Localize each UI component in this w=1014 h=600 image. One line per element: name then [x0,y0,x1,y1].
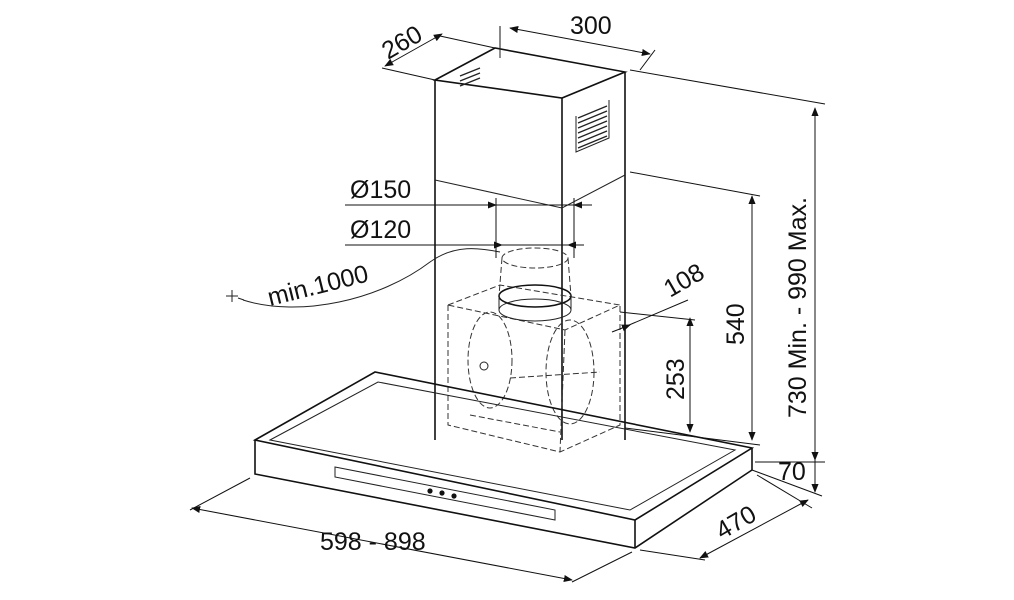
dim-chimney-width [499,25,656,71]
dim-chimney-depth [381,33,496,81]
motor-housing [446,247,622,453]
dim-outlet-offset [611,299,689,333]
label-outlet-offset: 108 [659,258,709,303]
control-button-2 [439,490,445,496]
label-diameter-outer: Ø150 [350,176,411,204]
dim-total-height [629,69,826,463]
hood-body [252,371,755,549]
label-hood-thickness: 70 [778,458,806,486]
dim-hood-width [189,477,633,583]
dim-outlet-height [619,311,696,433]
vent-grille-left [459,67,481,87]
label-hood-depth: 470 [711,500,761,545]
label-height-range: 730 Min. - 990 Max. [784,197,812,418]
dim-lower-chimney [624,171,761,446]
vent-grille-right [575,100,610,153]
label-outlet-height: 253 [662,358,690,400]
dim-hood-thickness [751,450,823,497]
label-cable-length: min.1000 [265,260,372,312]
dim-diameters [345,198,592,258]
chimney-upper [432,47,628,440]
control-button-3 [451,493,457,499]
label-hood-width: 598 - 898 [320,528,426,556]
label-lower-chimney: 540 [722,303,750,345]
plug-icon [226,290,245,302]
control-button-1 [427,488,433,494]
label-diameter-inner: Ø120 [350,216,411,244]
label-chimney-depth: 260 [377,20,427,65]
dim-hood-depth [639,474,813,561]
label-chimney-width: 300 [570,12,612,40]
power-cable [226,248,501,308]
